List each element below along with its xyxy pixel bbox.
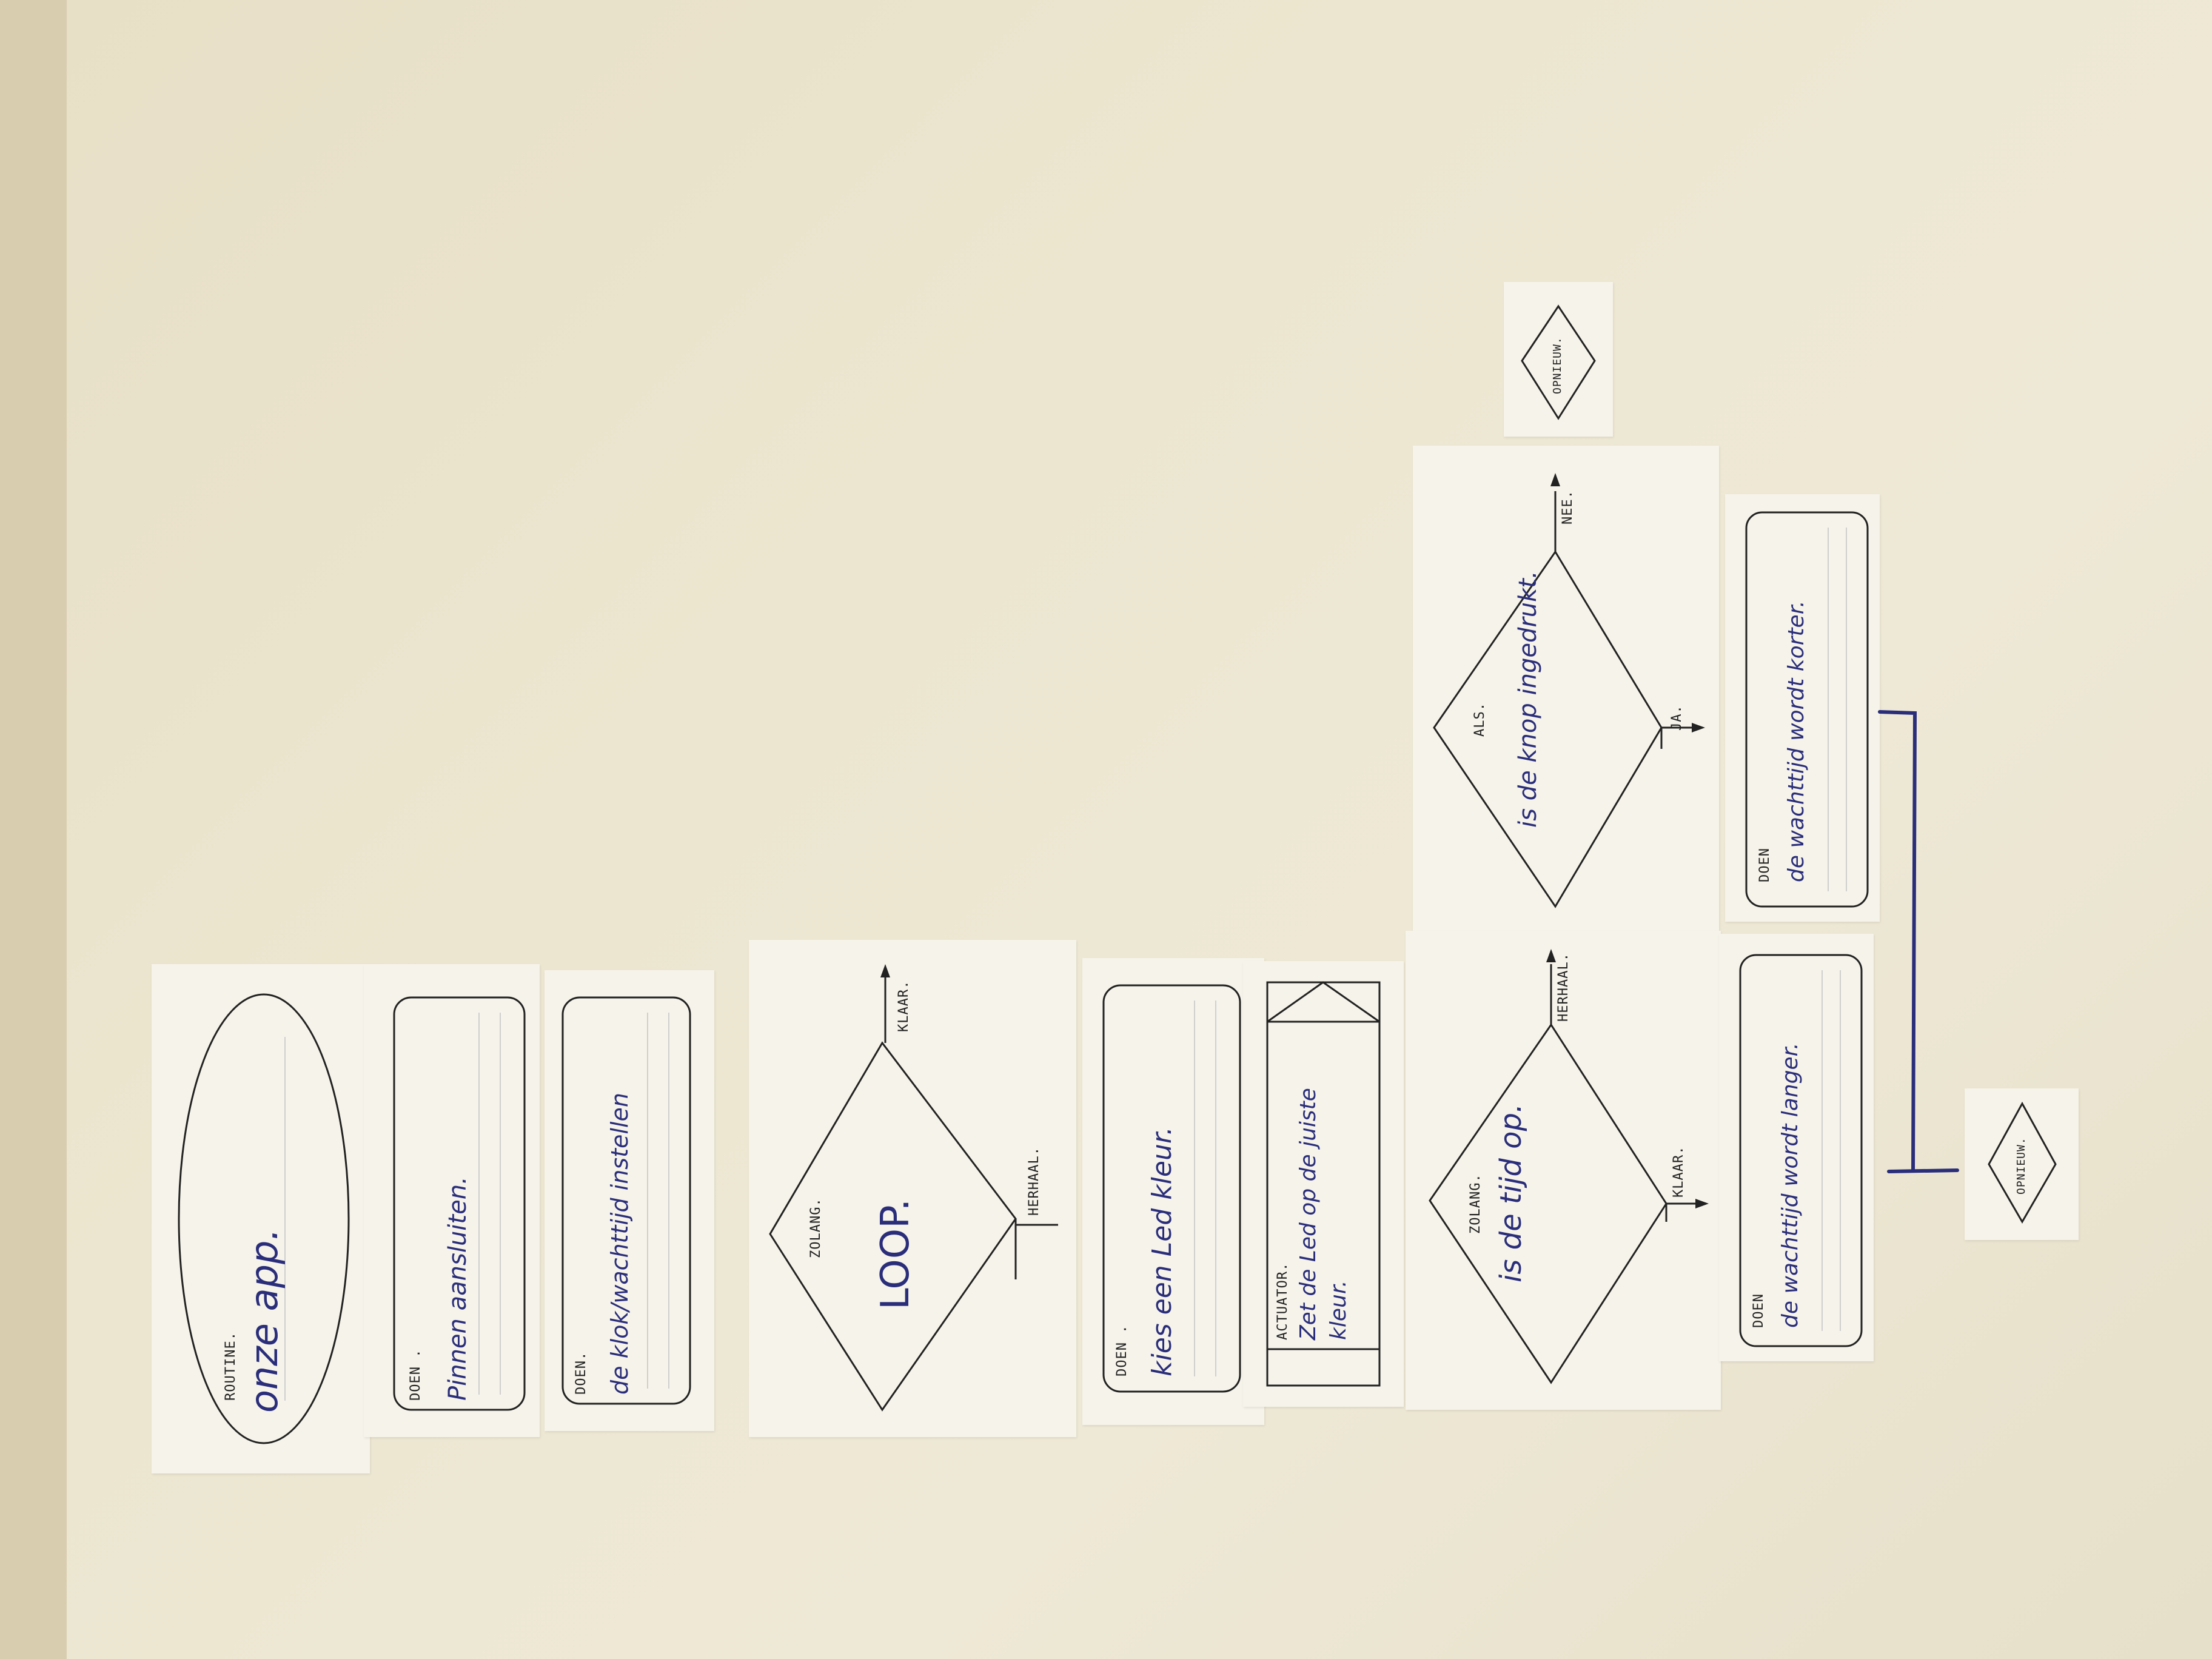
zolang-tijd-diamond (1429, 949, 1709, 1384)
doen-klok-box (561, 996, 691, 1405)
zolang-tijd-repeat-label: HERHAAL. (1556, 953, 1571, 1022)
opnieuw-bottom-label: OPNIEUW. (2015, 1137, 2028, 1195)
doen-pins-box (393, 996, 526, 1411)
doen-pins-label: DOEN . (408, 1349, 423, 1401)
doen-langer-text: de wachttijd wordt langer. (1778, 1042, 1803, 1328)
zolang-loop-exit-label: KLAAR. (896, 980, 911, 1032)
routine-oval (178, 993, 350, 1444)
doen-korter-box (1745, 511, 1869, 908)
actuator-box (1266, 981, 1381, 1387)
doen-led-text: kies een Led kleur. (1147, 1127, 1178, 1376)
doen-klok-card: DOEN. de klok/wachttijd instellen (545, 970, 714, 1431)
routine-card: ROUTINE. onze app. (152, 964, 370, 1473)
doen-led-box (1102, 984, 1241, 1393)
opnieuw-bottom-diamond (1988, 1101, 2057, 1224)
als-no-label: NEE. (1560, 490, 1575, 525)
zolang-loop-card: ZOLANG. LOOP. KLAAR. HERHAAL. (749, 940, 1076, 1437)
zolang-loop-label: ZOLANG. (808, 1198, 823, 1258)
doen-korter-text: de wachttijd wordt korter. (1784, 600, 1809, 882)
als-card: ALS. is de knop ingedrukt. NEE. JA. (1413, 446, 1719, 931)
doen-led-card: DOEN . kies een Led kleur. (1082, 958, 1264, 1425)
als-label: ALS. (1472, 702, 1487, 737)
routine-text: onze app. (242, 1228, 286, 1413)
doen-korter-card: DOEN de wachttijd wordt korter. (1725, 494, 1880, 922)
doen-klok-label: DOEN. (574, 1351, 589, 1395)
doen-langer-label: DOEN (1751, 1293, 1766, 1328)
doen-korter-label: DOEN (1757, 848, 1772, 882)
zolang-loop-diamond (769, 964, 1058, 1412)
actuator-text-line2: kleur. (1326, 1280, 1351, 1340)
zolang-loop-repeat-label: HERHAAL. (1027, 1147, 1042, 1216)
opnieuw-top-label: OPNIEUW. (1551, 337, 1564, 394)
actuator-text-line1: Zet de Led op de juiste (1296, 1088, 1321, 1340)
actuator-label: ACTUATOR. (1275, 1262, 1290, 1340)
als-yes-label: JA. (1669, 705, 1684, 731)
als-diamond (1433, 473, 1705, 908)
doen-pins-text: Pinnen aansluiten. (444, 1176, 472, 1401)
doen-pins-card: DOEN . Pinnen aansluiten. (364, 964, 540, 1437)
actuator-card: ACTUATOR. Zet de Led op de juiste kleur. (1243, 961, 1404, 1407)
opnieuw-top-card: OPNIEUW. (1504, 282, 1613, 437)
doen-langer-box (1739, 954, 1863, 1347)
doen-langer-card: DOEN de wachttijd wordt langer. (1719, 934, 1874, 1361)
zolang-tijd-exit-label: KLAAR. (1671, 1145, 1686, 1198)
zolang-tijd-card: ZOLANG. is de tijd op. HERHAAL. KLAAR. (1406, 931, 1721, 1410)
doen-led-label: DOEN . (1114, 1324, 1130, 1376)
connector-line (1878, 710, 1959, 1173)
doen-klok-text: de klok/wachttijd instellen (606, 1093, 633, 1395)
als-text: is de knop ingedrukt. (1514, 571, 1542, 828)
opnieuw-bottom-card: OPNIEUW. (1965, 1088, 2079, 1240)
opnieuw-top-diamond (1521, 304, 1596, 420)
routine-label: ROUTINE. (223, 1332, 238, 1401)
zolang-loop-text: LOOP. (873, 1198, 918, 1310)
zolang-tijd-label: ZOLANG. (1468, 1173, 1483, 1234)
zolang-tijd-text: is de tijd op. (1494, 1103, 1528, 1282)
